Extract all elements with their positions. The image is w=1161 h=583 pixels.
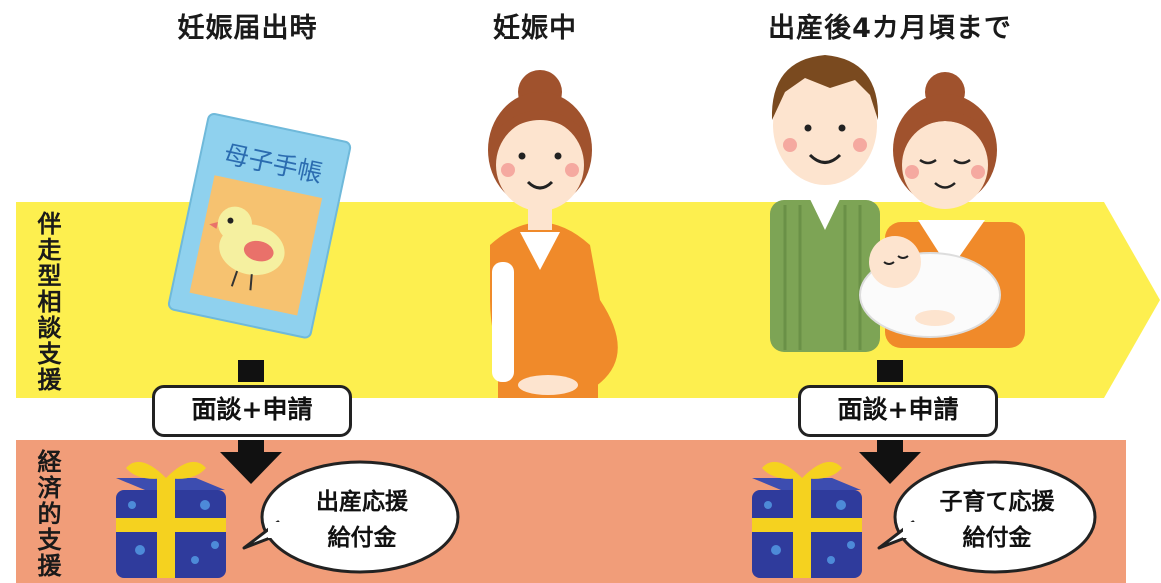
birth-grant-line1: 出産応援 <box>316 488 409 515</box>
gift-box-icon <box>116 461 226 578</box>
stage-label-pregnancy: 妊娠中 <box>493 13 577 44</box>
step-box-notification: 面談+申請 <box>152 385 352 437</box>
childcare-grant-line1: 子育て応援 <box>940 488 1056 515</box>
stage-label-notification: 妊娠届出時 <box>177 13 318 44</box>
step-box-postpartum: 面談+申請 <box>798 385 998 437</box>
speech-bubble-birth-grant: 出産応援 給付金 <box>242 460 460 574</box>
stage-label-postpartum: 出産後4カ月頃まで <box>768 13 1012 44</box>
band-label-economic: 経済的支援 <box>33 449 61 579</box>
childcare-grant-line2: 給付金 <box>963 524 1033 551</box>
birth-grant-line2: 給付金 <box>328 524 398 551</box>
band-label-consultation: 伴走型相談支援 <box>33 211 61 393</box>
speech-bubble-childcare-grant: 子育て応援 給付金 <box>877 460 1097 574</box>
gift-box-icon <box>752 461 862 578</box>
